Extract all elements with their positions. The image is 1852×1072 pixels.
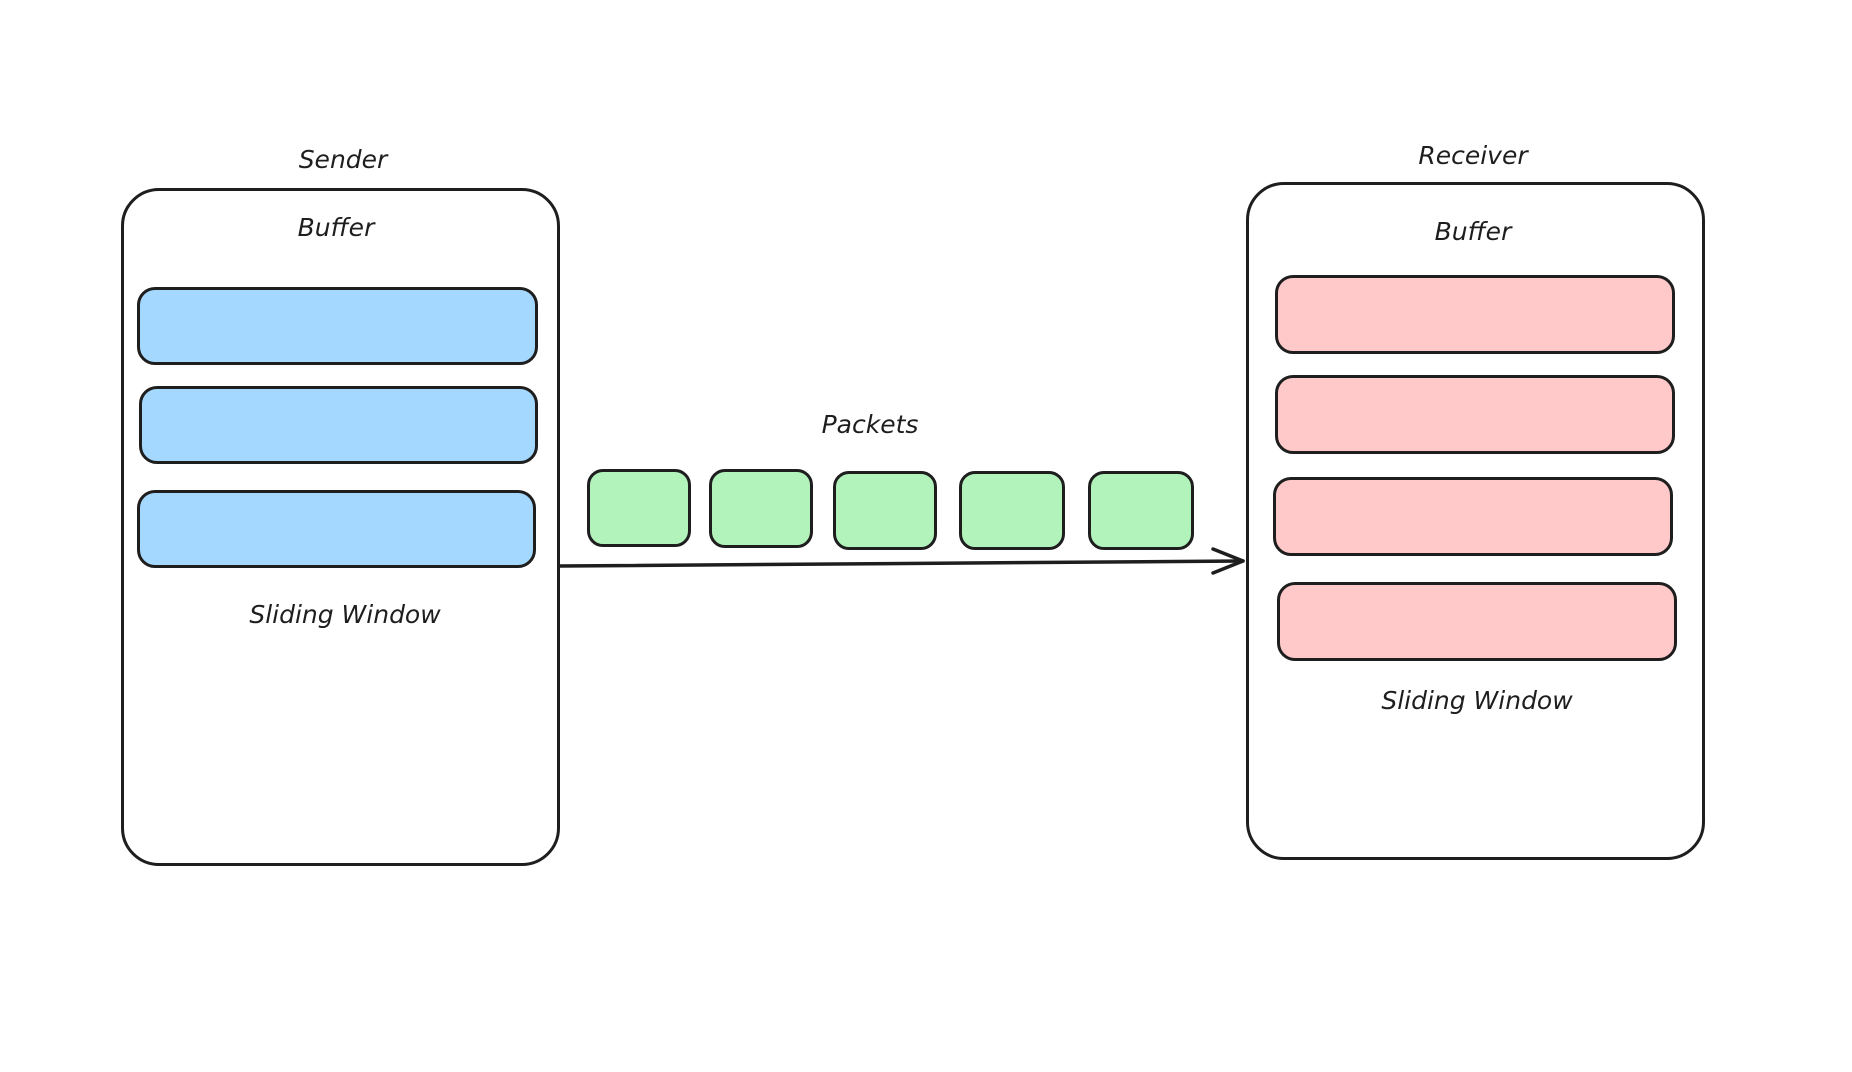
packets-label: Packets: [821, 410, 919, 439]
packet: [1088, 471, 1194, 550]
receiver-buffer-slot: [1273, 477, 1673, 556]
packet: [709, 469, 813, 548]
receiver-title: Receiver: [1418, 141, 1528, 170]
receiver-buffer-slot: [1277, 582, 1677, 661]
receiver-buffer-slot: [1275, 275, 1675, 354]
packet: [587, 469, 691, 547]
sender-title: Sender: [298, 145, 388, 174]
packet: [833, 471, 937, 550]
receiver-sliding-window-label: Sliding Window: [1381, 686, 1573, 715]
sender-sliding-window-label: Sliding Window: [249, 600, 441, 629]
arrowhead-icon: [1211, 547, 1245, 575]
sender-buffer-slot: [137, 287, 538, 365]
sender-buffer-slot: [137, 490, 536, 568]
sender-buffer-slot: [139, 386, 538, 464]
receiver-buffer-label: Buffer: [1434, 217, 1512, 246]
receiver-buffer-slot: [1275, 375, 1675, 454]
sender-buffer-label: Buffer: [297, 213, 375, 242]
packet: [959, 471, 1065, 550]
